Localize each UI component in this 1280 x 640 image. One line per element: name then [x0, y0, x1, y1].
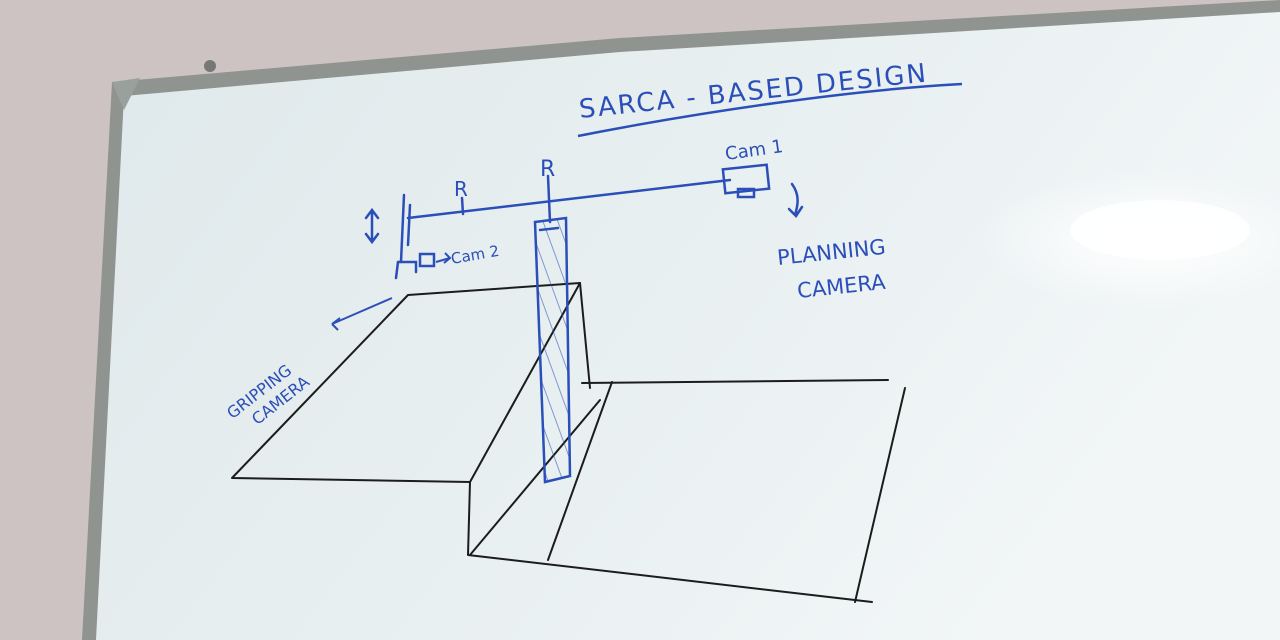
joint-mark-left: R [454, 177, 468, 201]
planning-camera-icon [721, 163, 804, 218]
table-surfaces [231, 282, 906, 603]
cam2-arrow [435, 252, 452, 264]
light-glare-core [1070, 200, 1250, 260]
gripping-camera-pointer [331, 297, 393, 331]
joint-mark-center: R [540, 157, 555, 182]
title-underline [577, 82, 963, 138]
robot-pillar [533, 216, 572, 484]
frame-corner [112, 78, 140, 110]
robot-arm [364, 174, 732, 280]
gripper-camera-box [418, 252, 436, 268]
mounting-screw [204, 60, 216, 72]
whiteboard-surface [96, 12, 1280, 640]
